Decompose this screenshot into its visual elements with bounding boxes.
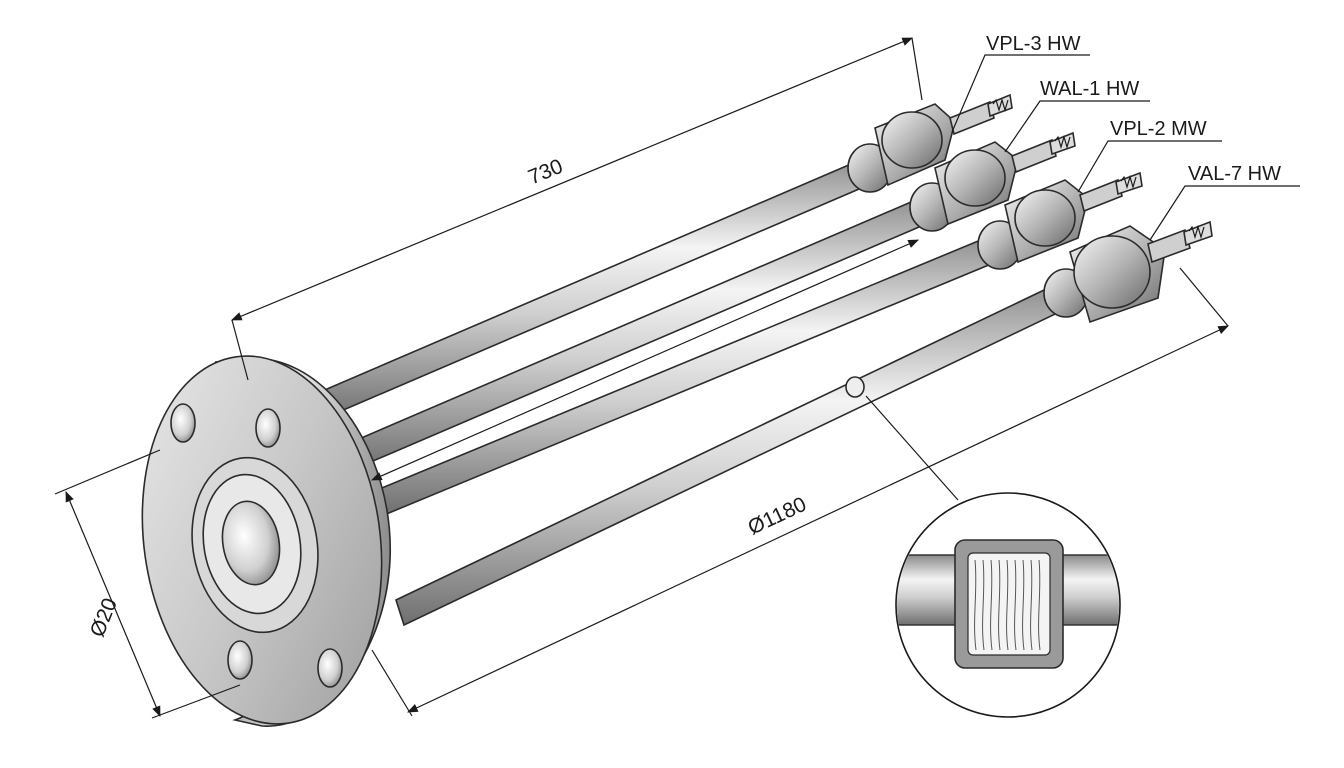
terminal-3 (977, 171, 1143, 270)
bolt-hole (227, 640, 253, 680)
rod-marker-circle (845, 376, 865, 398)
detail-leader (865, 395, 959, 501)
rod-1 (312, 153, 881, 422)
terminal-2 (909, 131, 1076, 232)
detail-view (865, 395, 1121, 718)
dimension-1180-label: Ø1180 (745, 493, 810, 540)
callout-2: WAL-1 HW (1004, 78, 1150, 153)
center-bore (221, 500, 281, 586)
flange (141, 355, 391, 727)
rod-2 (344, 191, 941, 472)
callout-1: VPL-3 HW (951, 33, 1090, 133)
callout-label-4: VAL-7 HW (1188, 163, 1281, 185)
callout-label-1: VPL-3 HW (986, 33, 1081, 55)
callout-3: VPL-2 MW (1077, 118, 1222, 193)
dimension-20-label: Ø20 (86, 595, 122, 640)
bolt-hole (317, 648, 343, 688)
bolt-hole (170, 403, 196, 443)
bolt-hole (255, 408, 281, 448)
detail-coil (974, 559, 1041, 651)
terminal-4 (1043, 220, 1213, 324)
callout-4: VAL-7 HW (1149, 163, 1300, 241)
callout-label-3: VPL-2 MW (1110, 118, 1207, 140)
callout-label-2: WAL-1 HW (1040, 78, 1139, 100)
